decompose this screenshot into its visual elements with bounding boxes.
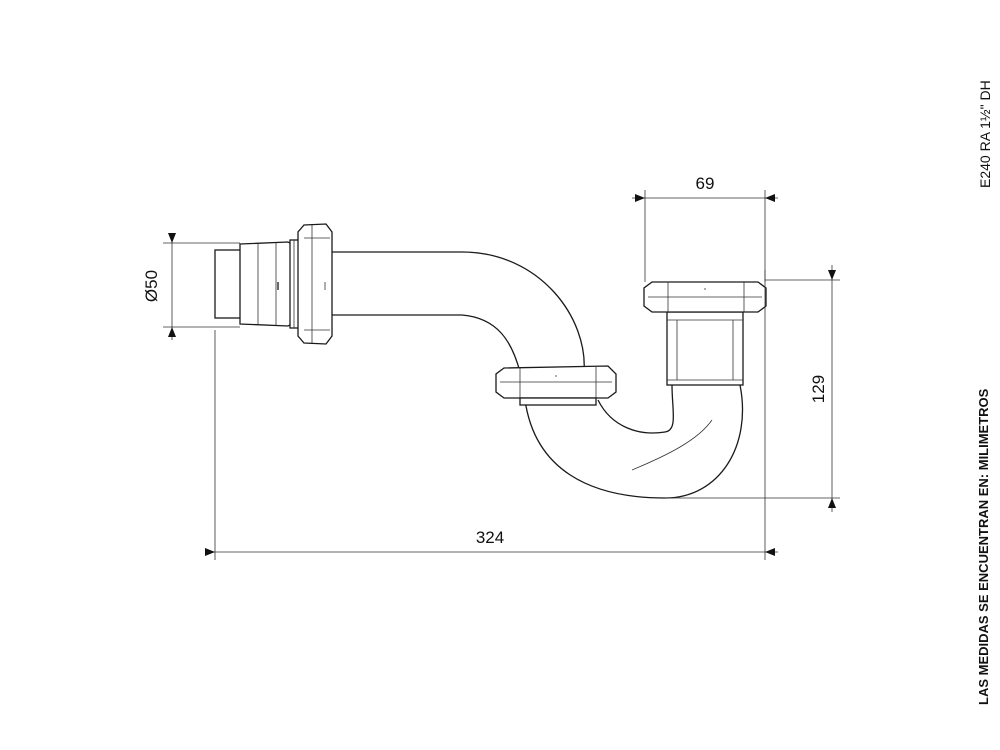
outlet-nut — [643, 281, 767, 313]
dimension-outlet-width-label: 69 — [696, 174, 715, 193]
dimension-height: 129 — [665, 265, 840, 512]
dimension-total-width-label: 324 — [476, 528, 504, 547]
dimension-total-width: 324 — [205, 270, 778, 560]
dimension-diameter: Ø50 — [142, 233, 240, 340]
dimension-diameter-label: Ø50 — [142, 270, 161, 302]
pipe-body — [330, 251, 744, 499]
units-note: LAS MEDIDAS SE ENCUENTRAN EN: MILIMETROS — [976, 388, 991, 705]
middle-nut — [495, 365, 617, 406]
dimension-outlet-width: 69 — [632, 174, 778, 282]
inlet-fitting — [214, 223, 333, 345]
product-code: E240 RA 1½" DH — [977, 80, 993, 188]
dimension-height-label: 129 — [809, 375, 828, 403]
